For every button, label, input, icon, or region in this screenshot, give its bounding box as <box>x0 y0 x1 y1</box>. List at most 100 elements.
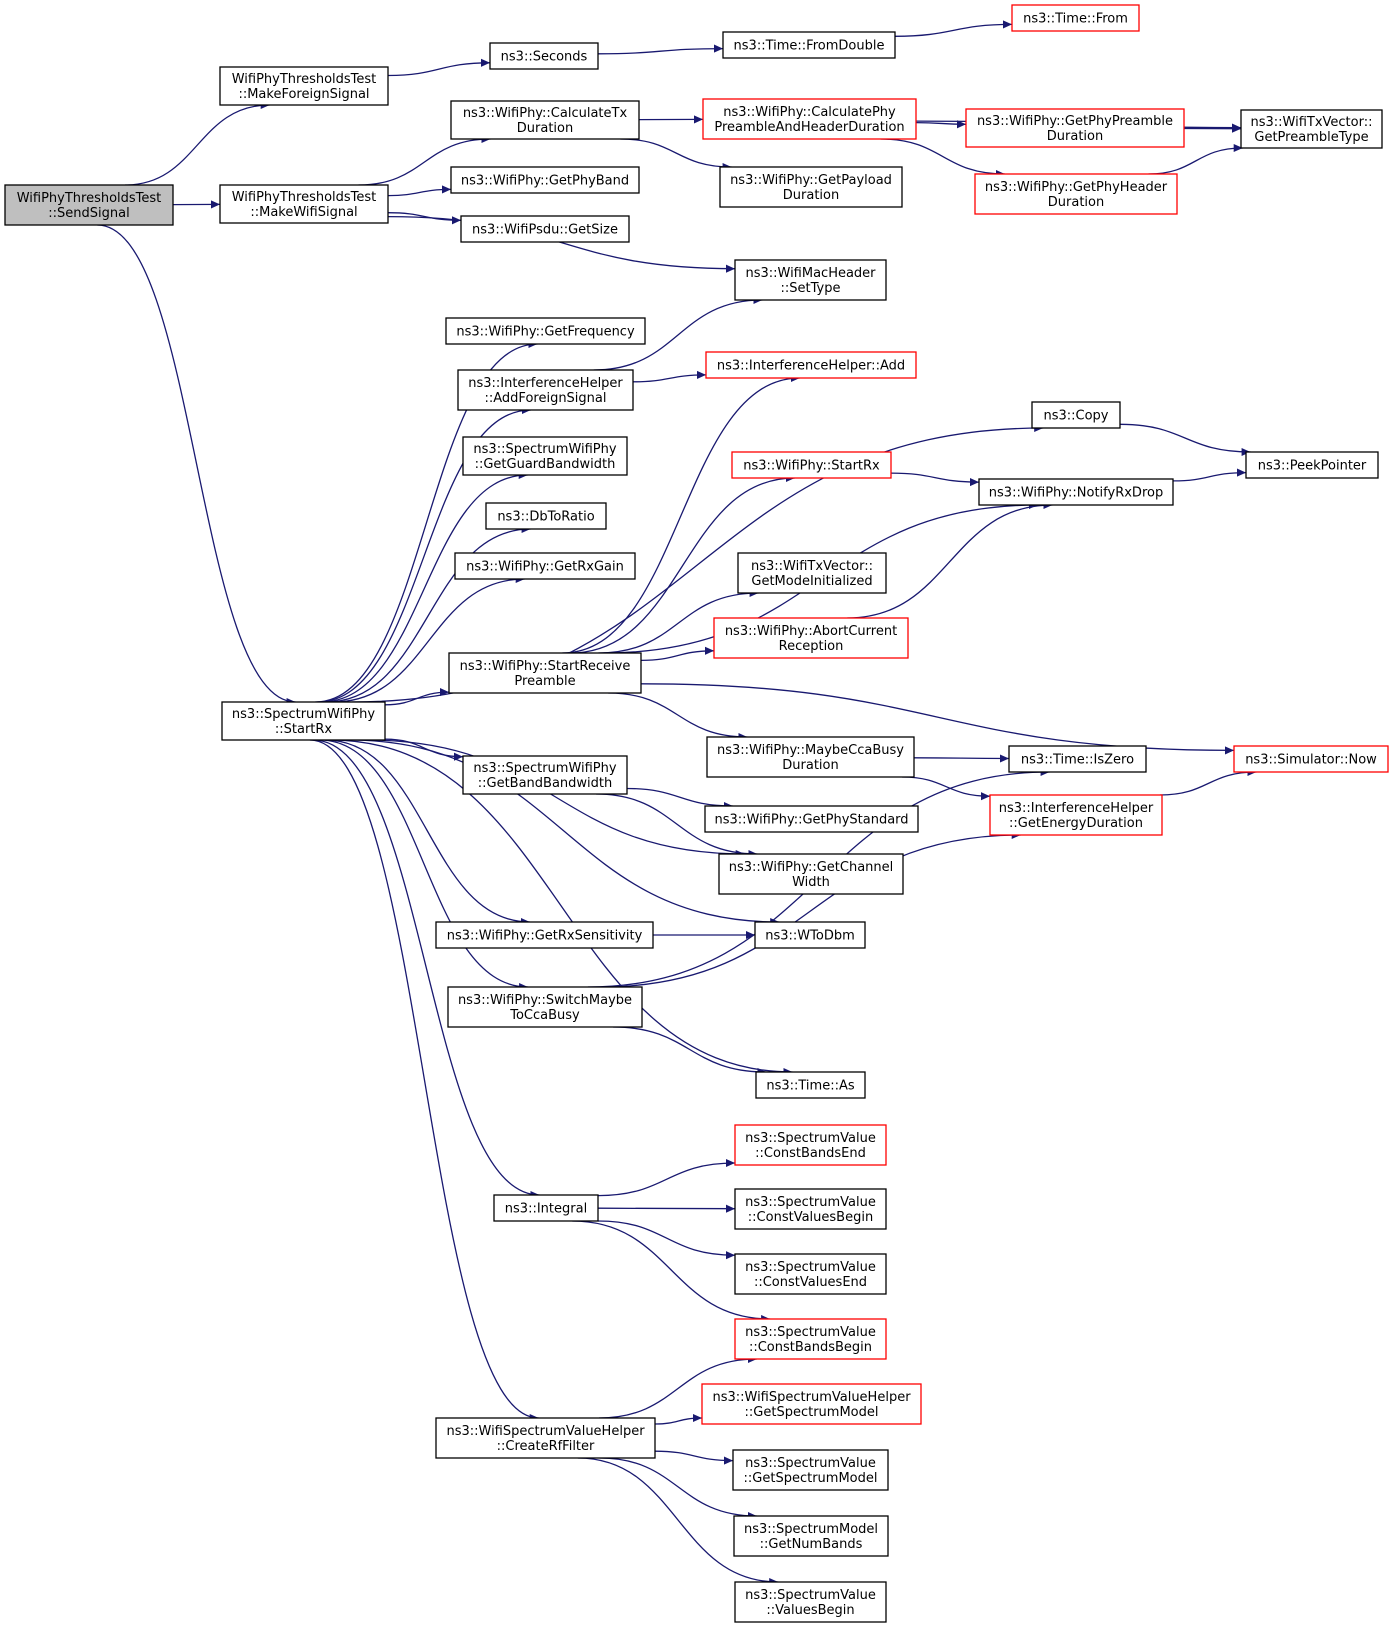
node-n34[interactable]: ns3::WifiPhy::GetPhyStandard <box>704 805 919 833</box>
node-box[interactable] <box>457 369 634 411</box>
node-n10[interactable]: ns3::WifiTxVector::GetPreambleType <box>1240 109 1383 149</box>
node-n42[interactable]: ns3::SpectrumValue::ConstValuesBegin <box>734 1188 887 1230</box>
node-n5[interactable]: ns3::Time::FromDouble <box>722 31 896 59</box>
node-box[interactable] <box>704 805 919 833</box>
node-box[interactable] <box>755 1071 866 1099</box>
node-n0[interactable]: WifiPhyThresholdsTest::SendSignal <box>4 184 174 226</box>
node-box[interactable] <box>734 1581 887 1623</box>
node-box[interactable] <box>701 1383 922 1425</box>
node-n33[interactable]: ns3::InterferenceHelper::GetEnergyDurati… <box>989 794 1163 836</box>
node-n49[interactable]: ns3::SpectrumValue::ValuesBegin <box>734 1581 887 1623</box>
node-box[interactable] <box>1031 401 1121 429</box>
node-n36[interactable]: ns3::WifiPhy::GetRxSensitivity <box>435 921 654 949</box>
node-n21[interactable]: ns3::SpectrumWifiPhy::GetGuardBandwidth <box>462 436 628 476</box>
node-box[interactable] <box>435 921 654 949</box>
node-n23[interactable]: ns3::WifiPhy::NotifyRxDrop <box>978 478 1174 506</box>
node-box[interactable] <box>445 317 646 345</box>
node-n30[interactable]: ns3::Time::IsZero <box>1008 745 1147 773</box>
node-box[interactable] <box>493 1194 599 1222</box>
node-box[interactable] <box>435 1417 656 1459</box>
node-n31[interactable]: ns3::Simulator::Now <box>1233 745 1389 773</box>
node-box[interactable] <box>1233 745 1389 773</box>
node-n22[interactable]: ns3::WifiPhy::StartRx <box>731 451 892 479</box>
node-box[interactable] <box>1245 451 1379 479</box>
node-box[interactable] <box>702 98 917 140</box>
node-n11[interactable]: ns3::WifiPhy::GetPhyBand <box>450 166 640 194</box>
node-n14[interactable]: ns3::WifiPsdu::GetSize <box>460 215 630 243</box>
node-n25[interactable]: ns3::WifiPhy::GetRxGain <box>454 552 636 580</box>
node-box[interactable] <box>734 1124 887 1166</box>
node-n8[interactable]: ns3::WifiPhy::CalculatePhyPreambleAndHea… <box>702 98 917 140</box>
node-box[interactable] <box>454 552 636 580</box>
node-box[interactable] <box>713 617 909 659</box>
node-box[interactable] <box>737 552 887 594</box>
node-box[interactable] <box>485 502 607 530</box>
node-n6[interactable]: ns3::Time::From <box>1011 4 1140 32</box>
node-n26[interactable]: ns3::WifiTxVector::GetModeInitialized <box>737 552 887 594</box>
node-box[interactable] <box>4 184 174 226</box>
node-box[interactable] <box>450 100 640 140</box>
node-box[interactable] <box>705 351 917 379</box>
node-n2[interactable]: WifiPhyThresholdsTest::MakeWifiSignal <box>219 184 389 224</box>
node-box[interactable] <box>978 478 1174 506</box>
node-box[interactable] <box>965 108 1185 148</box>
node-box[interactable] <box>734 1188 887 1230</box>
node-box[interactable] <box>989 794 1163 836</box>
node-n40[interactable]: ns3::SpectrumValue::ConstBandsEnd <box>734 1124 887 1166</box>
node-box[interactable] <box>706 736 915 778</box>
node-n1[interactable]: WifiPhyThresholdsTest::MakeForeignSignal <box>219 66 389 106</box>
node-n46[interactable]: ns3::WifiSpectrumValueHelper::CreateRfFi… <box>435 1417 656 1459</box>
node-box[interactable] <box>450 166 640 194</box>
node-box[interactable] <box>219 184 389 224</box>
node-n18[interactable]: ns3::InterferenceHelper::Add <box>705 351 917 379</box>
node-box[interactable] <box>489 42 599 70</box>
node-n4[interactable]: ns3::Seconds <box>489 42 599 70</box>
node-box[interactable] <box>734 1253 887 1295</box>
node-box[interactable] <box>733 1515 889 1557</box>
node-n17[interactable]: ns3::InterferenceHelper::AddForeignSigna… <box>457 369 634 411</box>
node-box[interactable] <box>722 31 896 59</box>
node-box[interactable] <box>448 652 642 694</box>
node-box[interactable] <box>1008 745 1147 773</box>
node-box[interactable] <box>460 215 630 243</box>
node-n20[interactable]: ns3::PeekPointer <box>1245 451 1379 479</box>
node-box[interactable] <box>219 66 389 106</box>
node-n39[interactable]: ns3::Time::As <box>755 1071 866 1099</box>
node-box[interactable] <box>732 1449 889 1491</box>
node-box[interactable] <box>718 853 904 895</box>
node-n44[interactable]: ns3::SpectrumValue::ConstBandsBegin <box>734 1318 887 1360</box>
node-box[interactable] <box>1011 4 1140 32</box>
node-n3[interactable]: ns3::SpectrumWifiPhy::StartRx <box>221 701 386 741</box>
node-n43[interactable]: ns3::SpectrumValue::ConstValuesEnd <box>734 1253 887 1295</box>
node-box[interactable] <box>974 173 1178 215</box>
node-box[interactable] <box>462 436 628 476</box>
node-n37[interactable]: ns3::WToDbm <box>754 921 866 949</box>
node-box[interactable] <box>1240 109 1383 149</box>
node-box[interactable] <box>734 1318 887 1360</box>
node-n41[interactable]: ns3::Integral <box>493 1194 599 1222</box>
node-n48[interactable]: ns3::SpectrumModel::GetNumBands <box>733 1515 889 1557</box>
node-n47[interactable]: ns3::SpectrumValue::GetSpectrumModel <box>732 1449 889 1491</box>
node-box[interactable] <box>731 451 892 479</box>
node-box[interactable] <box>462 755 628 795</box>
node-n19[interactable]: ns3::Copy <box>1031 401 1121 429</box>
node-n15[interactable]: ns3::WifiMacHeader::SetType <box>734 259 887 301</box>
node-n24[interactable]: ns3::DbToRatio <box>485 502 607 530</box>
node-n32[interactable]: ns3::SpectrumWifiPhy::GetBandBandwidth <box>462 755 628 795</box>
node-box[interactable] <box>754 921 866 949</box>
node-n16[interactable]: ns3::WifiPhy::GetFrequency <box>445 317 646 345</box>
node-n45[interactable]: ns3::WifiSpectrumValueHelper::GetSpectru… <box>701 1383 922 1425</box>
node-box[interactable] <box>221 701 386 741</box>
node-box[interactable] <box>719 166 903 208</box>
node-box[interactable] <box>734 259 887 301</box>
node-box[interactable] <box>447 986 643 1028</box>
